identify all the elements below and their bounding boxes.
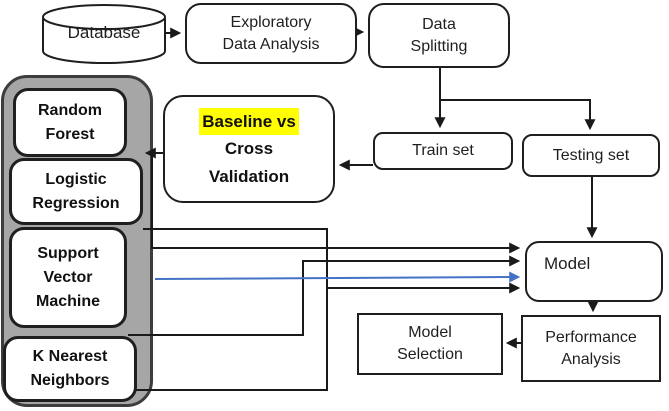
baseline-highlighted-label: Baseline vs	[199, 108, 299, 136]
knn-label-line1: K Nearest	[32, 348, 108, 365]
data-splitting-label-line1: Data	[422, 15, 456, 33]
connector-logistic-knn-bus	[133, 228, 328, 391]
model-selection-label-line1: Model	[408, 324, 452, 342]
performance-analysis-node: Performance Analysis	[521, 315, 661, 382]
knn-label-line2: Neighbors	[30, 372, 110, 389]
logistic-regression-label-line2: Regression	[32, 194, 120, 212]
model-node: Model	[525, 241, 663, 302]
performance-analysis-label-line2: Analysis	[561, 350, 621, 368]
support-vector-machine-node: Support Vector Machine	[9, 227, 127, 328]
baseline-label-line2: Cross	[224, 139, 274, 159]
svm-label-line3: Machine	[35, 292, 100, 310]
logistic-regression-node: Logistic Regression	[9, 158, 143, 225]
data-splitting-label-line2: Splitting	[410, 37, 468, 55]
connector-splitting-to-testingset	[440, 99, 596, 131]
k-nearest-neighbors-node: K Nearest Neighbors	[3, 336, 137, 402]
model-selection-node: Model Selection	[357, 313, 503, 375]
eda-label-line1: Exploratory	[230, 13, 312, 31]
model-label: Model	[544, 254, 591, 273]
logistic-regression-label-line1: Logistic	[45, 170, 107, 188]
testing-set-label: Testing set	[552, 146, 630, 164]
random-forest-label-line2: Forest	[45, 125, 95, 143]
connector-blue-cluster-to-model	[154, 271, 521, 283]
eda-node: Exploratory Data Analysis	[185, 3, 357, 64]
baseline-vs-cross-validation-node: Baseline vs Cross Validation	[163, 95, 335, 203]
data-splitting-node: Data Splitting	[368, 3, 510, 68]
model-selection-label-line2: Selection	[397, 346, 463, 363]
testing-set-node: Testing set	[522, 134, 660, 177]
performance-analysis-label-line1: Performance	[545, 328, 637, 346]
train-set-label: Train set	[412, 142, 474, 160]
database-node-label: Database	[67, 23, 141, 42]
baseline-label-line3: Validation	[208, 166, 290, 186]
svm-label-line1: Support	[37, 244, 99, 262]
svm-label-line2: Vector	[43, 268, 93, 286]
train-set-node: Train set	[373, 132, 513, 170]
random-forest-label-line1: Random	[38, 101, 102, 119]
random-forest-node: Random Forest	[13, 88, 127, 157]
eda-label-line2: Data Analysis	[222, 35, 320, 53]
